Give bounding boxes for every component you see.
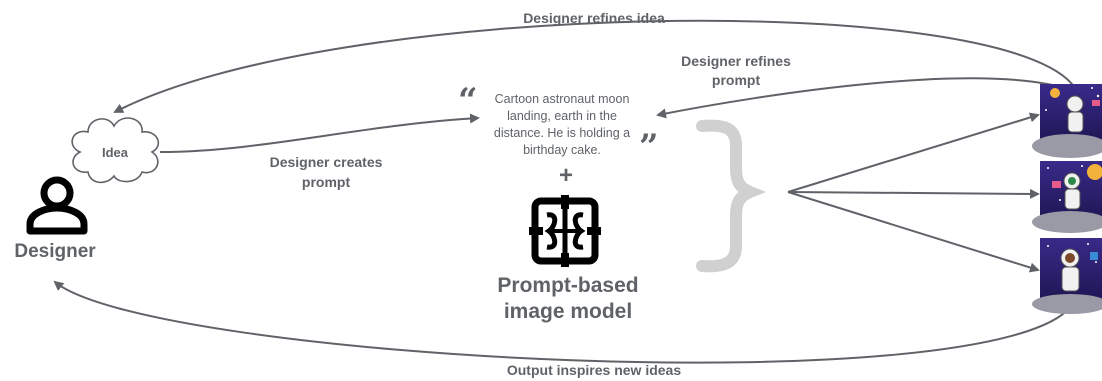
label-refine-prompt-line2: prompt [712,72,761,88]
output-image-2 [1032,161,1102,233]
model-label-line2: image model [504,300,632,323]
label-creates-prompt-line1: Designer creates [270,154,383,170]
arrow-output-inspires [53,280,1073,364]
svg-text:”: ” [639,127,659,167]
arrow-output-2 [787,188,1040,199]
person-icon [26,176,88,235]
idea-label: Idea [102,145,129,160]
label-output-inspires: Output inspires new ideas [507,362,681,378]
arrow-refine-idea [113,19,1076,113]
prompt-line-1: Cartoon astronaut moon [495,92,630,106]
prompt-line-4: birthday cake. [523,143,601,157]
output-image-3 [1032,238,1102,314]
plus-sign: + [559,162,573,189]
brace-icon [696,119,767,273]
label-refine-prompt-line1: Designer refines [681,53,791,69]
svg-text:“: “ [458,81,478,121]
prompt-line-2: landing, earth in the [507,109,617,123]
arrow-refine-prompt [656,77,1073,119]
brain-chip-icon [529,195,601,267]
designer-label: Designer [14,241,96,262]
model-label-line1: Prompt-based [497,274,638,297]
label-creates-prompt-line2: prompt [302,174,351,190]
output-image-1 [1032,84,1102,158]
cloud-icon [71,117,160,184]
arrow-output-1 [787,112,1040,193]
prompt-line-3: distance. He is holding a [494,126,630,140]
arrow-create-prompt [159,113,480,153]
quote-open-icon: “ [458,81,478,121]
quote-close-icon: ” [639,127,659,167]
label-refine-idea: Designer refines idea [523,10,665,26]
arrow-output-3 [787,191,1040,273]
